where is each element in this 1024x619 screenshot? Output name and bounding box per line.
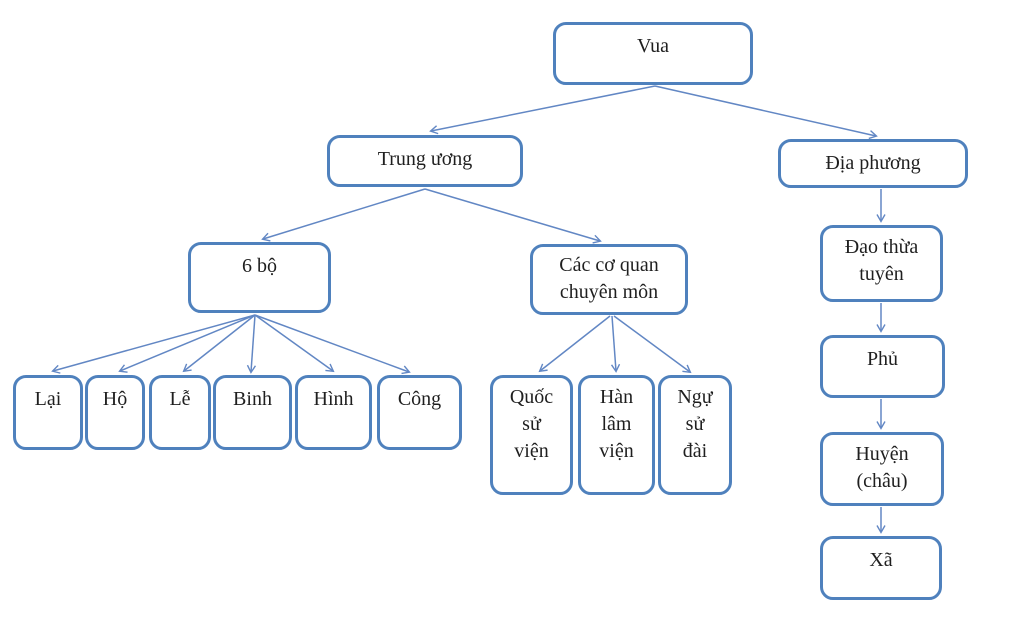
node-cong-label: Công: [397, 388, 442, 410]
node-lai: Lại: [13, 375, 83, 450]
arrow-caccoquan-ngusudai: [613, 315, 692, 374]
arrow-saubo-lai: [51, 314, 256, 374]
arrow-caccoquan-quocsuvien: [538, 315, 611, 373]
node-trung-uong: Trung ương: [327, 135, 523, 187]
node-lai-label: Lại: [34, 388, 62, 410]
node-dia-phuong: Địa phương: [778, 139, 968, 188]
node-han-lam-vien: Hàn lâm viện: [578, 375, 655, 495]
node-xa-label: Xã: [869, 549, 893, 571]
node-ngu-su-dai-label: Ngự sử đài: [677, 386, 713, 462]
node-ho-label: Hộ: [102, 388, 128, 410]
node-le-label: Lễ: [169, 388, 191, 410]
arrow-saubo-hinh: [254, 314, 335, 373]
node-binh-label: Binh: [233, 388, 272, 410]
node-quoc-su-vien: Quốc sử viện: [490, 375, 573, 495]
node-vua: Vua: [553, 22, 753, 85]
node-6-bo-label: 6 bộ: [242, 255, 277, 277]
node-ho: Hộ: [85, 375, 145, 450]
node-hinh: Hình: [295, 375, 372, 450]
node-phu: Phủ: [820, 335, 945, 398]
node-dao-thua-tuyen: Đạo thừa tuyên: [820, 225, 943, 302]
node-phu-label: Phủ: [866, 348, 899, 370]
node-vua-label: Vua: [636, 35, 670, 57]
node-binh: Binh: [213, 375, 292, 450]
node-han-lam-vien-label: Hàn lâm viện: [599, 386, 634, 462]
arrow-saubo-cong: [254, 314, 411, 375]
node-le: Lễ: [149, 375, 211, 450]
node-trung-uong-label: Trung ương: [377, 148, 473, 170]
node-huyen-chau: Huyện (châu): [820, 432, 944, 506]
node-dao-thua-tuyen-label: Đạo thừa tuyên: [844, 236, 919, 285]
node-ngu-su-dai: Ngự sử đài: [658, 375, 732, 495]
arrow-saubo-binh: [246, 314, 257, 374]
node-huyen-chau-label: Huyện (châu): [855, 443, 909, 492]
arrow-trunguong-caccoquan: [424, 188, 602, 244]
node-dia-phuong-label: Địa phương: [825, 152, 921, 174]
arrow-trunguong-saubo: [261, 188, 426, 242]
arrow-vua-dia-phuong: [654, 85, 878, 140]
node-cac-co-quan-chuyen-mon-label: Các cơ quan chuyên môn: [559, 254, 659, 303]
node-hinh-label: Hình: [313, 388, 354, 410]
node-xa: Xã: [820, 536, 942, 600]
arrow-saubo-ho: [118, 314, 256, 373]
arrow-vua-trung-uong: [429, 85, 656, 135]
arrow-caccoquan-hanlamvien: [610, 315, 621, 373]
node-cong: Công: [377, 375, 462, 450]
node-cac-co-quan-chuyen-mon: Các cơ quan chuyên môn: [530, 244, 688, 315]
node-quoc-su-vien-label: Quốc sử viện: [509, 386, 554, 462]
arrow-saubo-le: [182, 314, 256, 373]
node-6-bo: 6 bộ: [188, 242, 331, 313]
